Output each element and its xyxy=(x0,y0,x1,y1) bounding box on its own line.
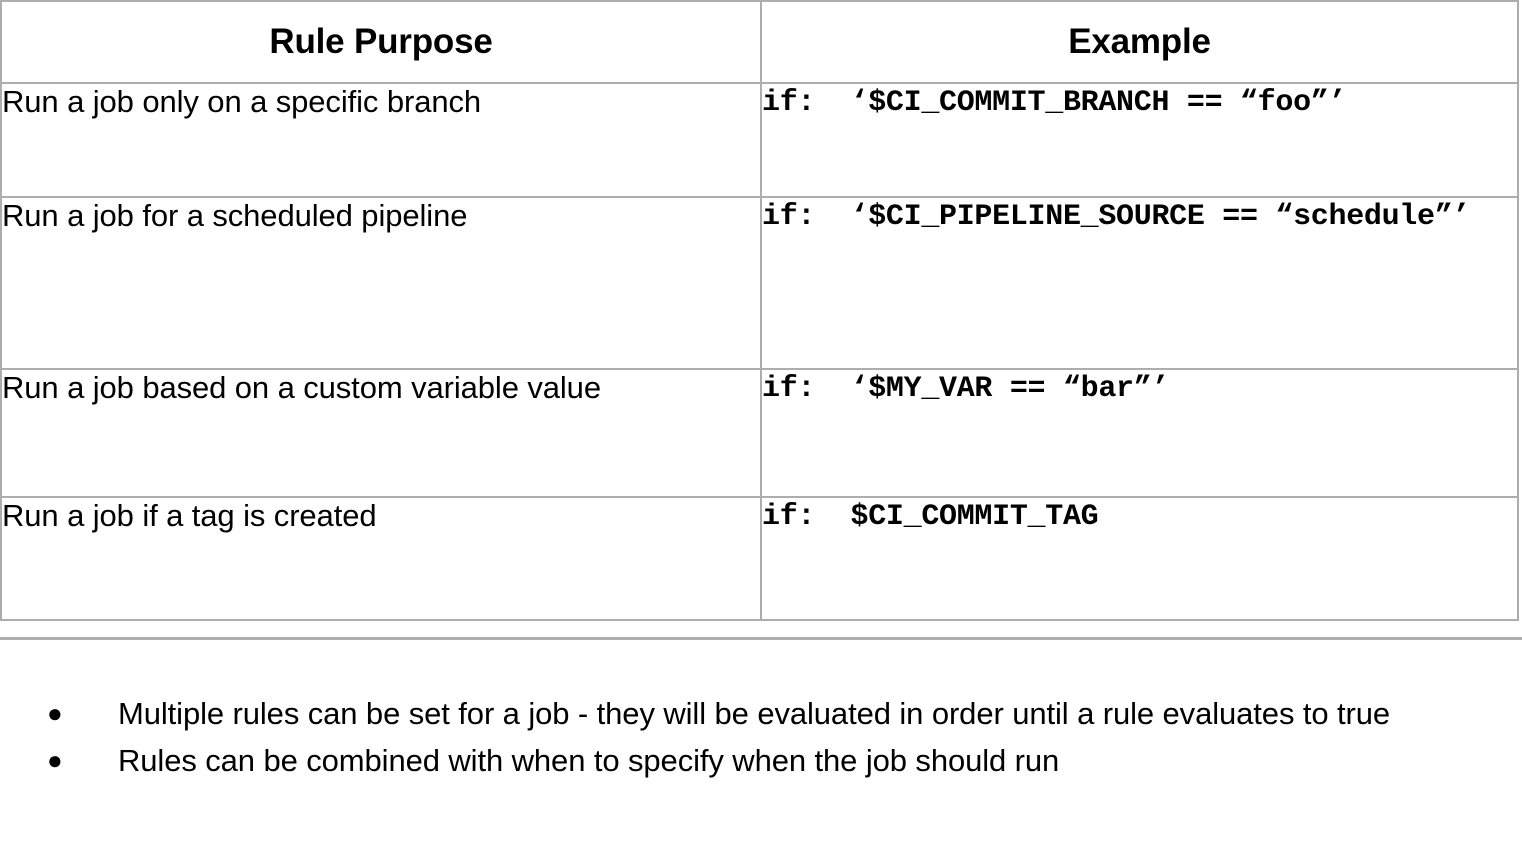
list-item: ● Multiple rules can be set for a job - … xyxy=(0,692,1480,737)
cell-example: if: ‘$CI_PIPELINE_SOURCE == “schedule”’ xyxy=(760,196,1519,370)
example-code-text: if: ‘$CI_COMMIT_BRANCH == “foo”’ xyxy=(762,86,1347,120)
cell-rule-purpose: Run a job if a tag is created xyxy=(0,496,762,621)
table-row: Run a job for a scheduled pipeline if: ‘… xyxy=(0,196,1519,370)
notes-list: ● Multiple rules can be set for a job - … xyxy=(0,692,1480,786)
column-header-rule-purpose-label: Rule Purpose xyxy=(269,21,493,61)
cell-rule-purpose: Run a job only on a specific branch xyxy=(0,82,762,198)
rule-purpose-text: Run a job for a scheduled pipeline xyxy=(2,198,468,233)
rules-table: Rule Purpose Example Run a job only on a… xyxy=(0,0,1519,621)
cell-example: if: $CI_COMMIT_TAG xyxy=(760,496,1519,621)
rule-purpose-text: Run a job if a tag is created xyxy=(2,498,377,533)
rule-purpose-text: Run a job only on a specific branch xyxy=(2,84,482,119)
table-header-row: Rule Purpose Example xyxy=(0,0,1519,84)
example-code-text: if: ‘$CI_PIPELINE_SOURCE == “schedule”’ xyxy=(762,200,1471,234)
bullet-icon: ● xyxy=(47,698,63,728)
table-row: Run a job only on a specific branch if: … xyxy=(0,82,1519,198)
table-row: Run a job if a tag is created if: $CI_CO… xyxy=(0,496,1519,621)
table-header: Rule Purpose Example xyxy=(0,0,1519,84)
example-code-text: if: $CI_COMMIT_TAG xyxy=(762,500,1099,534)
column-header-example-label: Example xyxy=(1068,21,1211,61)
bullet-icon: ● xyxy=(47,744,63,775)
cell-rule-purpose: Run a job for a scheduled pipeline xyxy=(0,196,762,370)
list-item-text: Rules can be combined with when to speci… xyxy=(118,742,1060,778)
cell-example: if: ‘$CI_COMMIT_BRANCH == “foo”’ xyxy=(760,82,1519,198)
column-header-rule-purpose: Rule Purpose xyxy=(0,0,762,84)
example-code-text: if: ‘$MY_VAR == “bar”’ xyxy=(762,372,1170,406)
rule-purpose-text: Run a job based on a custom variable val… xyxy=(2,370,601,405)
table-body: Run a job only on a specific branch if: … xyxy=(0,82,1519,621)
table-row: Run a job based on a custom variable val… xyxy=(0,368,1519,498)
cell-example: if: ‘$MY_VAR == “bar”’ xyxy=(760,368,1519,498)
table-bottom-divider xyxy=(0,637,1522,640)
list-item: ● Rules can be combined with when to spe… xyxy=(0,739,1480,784)
list-item-text: Multiple rules can be set for a job - th… xyxy=(118,696,1391,731)
column-header-example: Example xyxy=(760,0,1519,84)
cell-rule-purpose: Run a job based on a custom variable val… xyxy=(0,368,762,498)
